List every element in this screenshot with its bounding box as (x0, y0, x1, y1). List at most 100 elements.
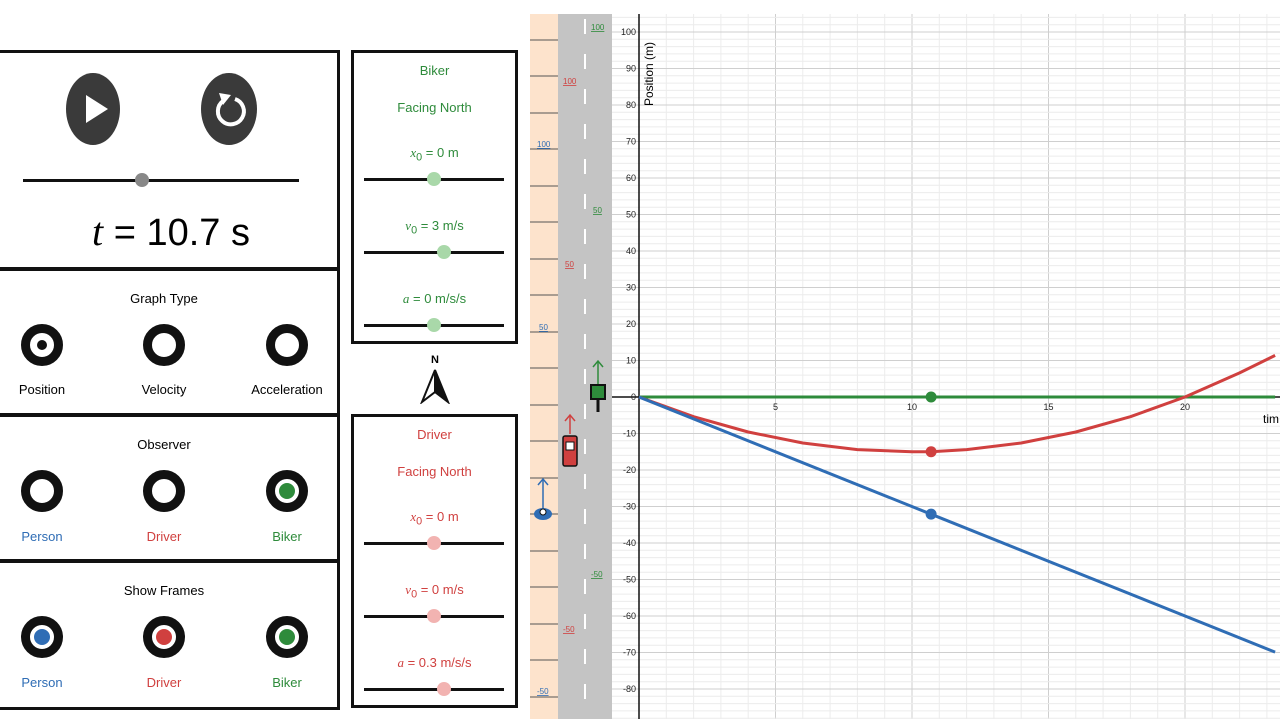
driver-facing: Facing North (397, 464, 472, 479)
grid (612, 14, 1280, 719)
y-tick-label: -40 (623, 538, 636, 548)
observer-biker-label: Biker (272, 529, 302, 544)
y-tick-label: 50 (626, 210, 636, 220)
sidewalk (530, 14, 558, 719)
frame-biker-toggle[interactable] (266, 616, 308, 658)
playback-panel: t = 10.7 s (0, 50, 340, 270)
v0-symbol: v (405, 582, 412, 597)
frame-person-label: Person (21, 675, 63, 690)
a-value: = 0 m/s/s (413, 291, 467, 306)
x0-subscript: 0 (416, 515, 423, 528)
graph-type-velocity-radio[interactable] (143, 324, 185, 366)
compass-label: N (431, 354, 439, 366)
selected-dot (279, 629, 295, 645)
biker-a-knob[interactable] (427, 318, 441, 332)
x0-symbol: x (410, 145, 417, 160)
y-tick-label: -20 (623, 465, 636, 475)
x-tick-label: 5 (773, 402, 778, 412)
current-points (925, 391, 937, 520)
x0-subscript: 0 (416, 151, 423, 164)
driver-panel: Driver Facing North x0 = 0 m v0 = 0 m/s … (351, 414, 518, 708)
tick-labels: 1009080706050403020100-10-20-30-40-50-60… (621, 27, 1190, 694)
person-marker (534, 477, 552, 520)
y-tick-label: 90 (626, 64, 636, 74)
current-point-2 (925, 508, 937, 520)
time-readout: t = 10.7 s (0, 208, 343, 255)
a-symbol: a (402, 291, 410, 306)
y-tick-label: 30 (626, 283, 636, 293)
v0-subscript: 0 (411, 588, 418, 601)
biker-x0-label: x0 = 0 m (354, 145, 515, 164)
observer-biker-radio[interactable] (266, 470, 308, 512)
x-tick-label: 20 (1180, 402, 1190, 412)
observer-driver-radio[interactable] (143, 470, 185, 512)
x0-value: = 0 m (425, 145, 459, 160)
x0-value: = 0 m (425, 509, 459, 524)
driver-v0-knob[interactable] (427, 609, 441, 623)
biker-x0-knob[interactable] (427, 172, 441, 186)
biker-v0-label: v0 = 3 m/s (354, 218, 515, 237)
y-tick-label: -10 (623, 429, 636, 439)
y-tick-label: 20 (626, 319, 636, 329)
y-tick-label: 0 (631, 392, 636, 402)
graph-type-position-radio[interactable] (21, 324, 63, 366)
graph-type-acceleration-radio[interactable] (266, 324, 308, 366)
frame-person-toggle[interactable] (21, 616, 63, 658)
biker-a-label: a = 0 m/s/s (354, 291, 515, 307)
time-slider-knob[interactable] (135, 173, 149, 187)
selected-dot (279, 483, 295, 499)
y-tick-label: 40 (626, 246, 636, 256)
v0-value: = 3 m/s (420, 218, 464, 233)
position-graph[interactable]: 1009080706050403020100-10-20-30-40-50-60… (612, 14, 1280, 719)
observer-title: Observer (137, 437, 191, 452)
y-tick-label: 60 (626, 173, 636, 183)
biker-v0-slider[interactable] (364, 251, 504, 254)
driver-tick-100: 100 (563, 77, 577, 86)
observer-driver-label: Driver (146, 529, 182, 544)
frame-biker-label: Biker (272, 675, 302, 690)
driver-tick-neg50: -50 (563, 625, 575, 634)
x-axis-label: tim (1263, 412, 1279, 426)
driver-title: Driver (417, 427, 452, 442)
road (558, 14, 612, 719)
biker-title: Biker (419, 63, 450, 78)
y-tick-label: -60 (623, 611, 636, 621)
selected-dot (34, 629, 50, 645)
v0-symbol: v (405, 218, 412, 233)
person-tick-100: 100 (537, 140, 551, 149)
y-tick-label: -70 (623, 648, 636, 658)
current-point-0 (925, 391, 937, 403)
graph-type-title: Graph Type (130, 291, 198, 306)
biker-v0-knob[interactable] (437, 245, 451, 259)
observer-person-label: Person (21, 529, 63, 544)
v0-subscript: 0 (411, 224, 418, 237)
y-tick-label: -50 (623, 575, 636, 585)
time-slider[interactable] (23, 179, 299, 182)
show-frames-panel: Show Frames Person Driver Biker (0, 560, 340, 710)
x-tick-label: 15 (1043, 402, 1053, 412)
biker-panel: Biker Facing North x0 = 0 m v0 = 3 m/s a… (351, 50, 518, 344)
bike-marker (590, 359, 606, 412)
observer-person-radio[interactable] (21, 470, 63, 512)
graph-type-panel: Graph Type Position Velocity Acceleratio… (0, 268, 340, 416)
a-symbol: a (397, 655, 404, 670)
driver-a-slider[interactable] (364, 688, 504, 691)
driver-x0-knob[interactable] (427, 536, 441, 550)
y-tick-label: 80 (626, 100, 636, 110)
graph-type-velocity-label: Velocity (141, 382, 187, 397)
frame-driver-toggle[interactable] (143, 616, 185, 658)
graph-type-acceleration-label: Acceleration (251, 382, 323, 397)
y-tick-label: -30 (623, 502, 636, 512)
person-tick-neg50: -50 (537, 687, 549, 696)
biker-tick-100: 100 (591, 23, 605, 32)
time-value: = 10.7 s (113, 212, 250, 254)
y-tick-label: 10 (626, 356, 636, 366)
show-frames-title: Show Frames (123, 583, 205, 598)
y-tick-label: -80 (623, 684, 636, 694)
play-button[interactable] (66, 73, 120, 145)
driver-a-knob[interactable] (437, 682, 451, 696)
reset-button[interactable] (201, 73, 257, 145)
selected-dot (37, 340, 47, 350)
biker-facing: Facing North (397, 100, 472, 115)
biker-tick-50: 50 (593, 206, 602, 215)
